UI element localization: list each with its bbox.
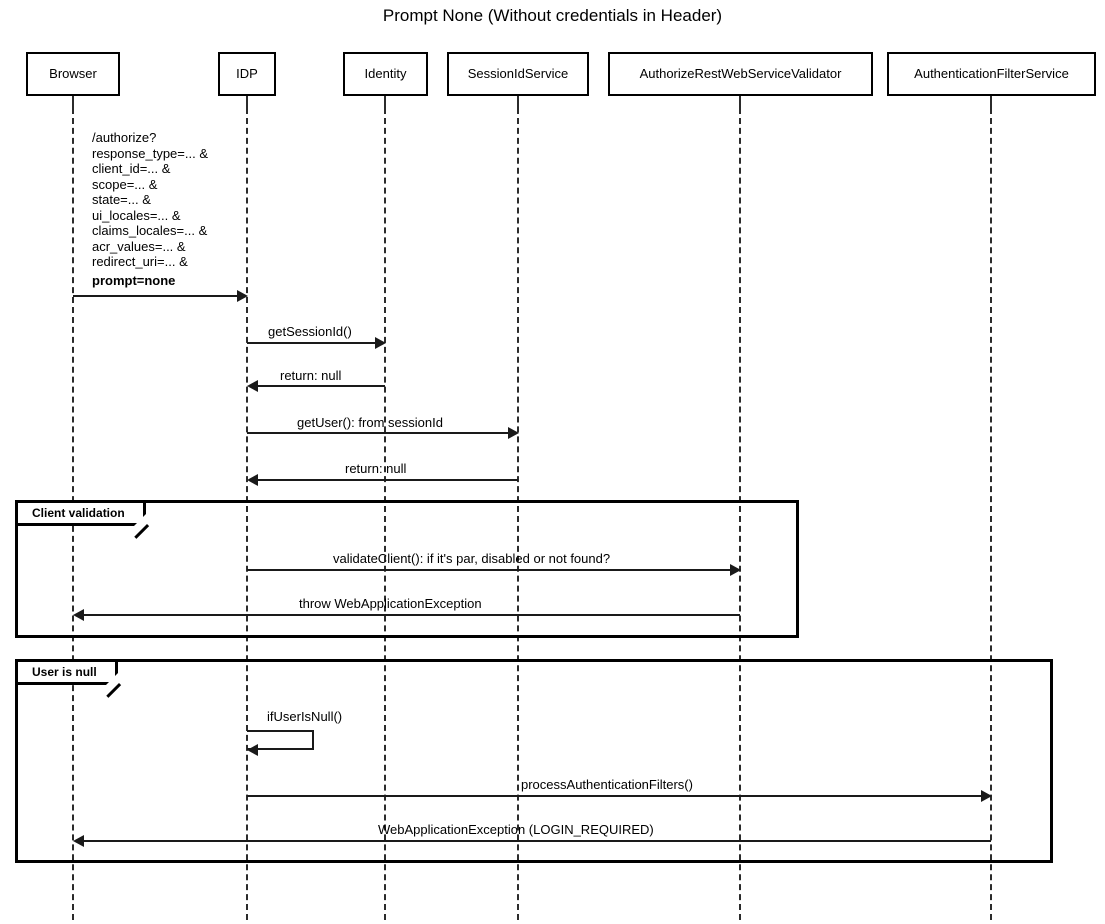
message-arrow-throw-webapplicationexception[interactable] (83, 614, 740, 616)
arrow-head-right-icon-m1 (237, 290, 248, 302)
participant-idp[interactable]: IDP (218, 52, 276, 96)
lifeline-sessionidservice (517, 108, 519, 920)
message-label-authorize-request: /authorize? response_type=... & client_i… (92, 130, 208, 269)
message-label-getuser: getUser(): from sessionId (297, 415, 443, 430)
participant-label-authorizerestwebservicevalidator: AuthorizeRestWebServiceValidator (639, 66, 842, 81)
arrow-head-right-icon-m4 (508, 427, 519, 439)
message-arrow-getuser[interactable] (247, 432, 510, 434)
arrow-head-right-icon-m6 (730, 564, 741, 576)
fragment-tab-notch-icon (134, 514, 146, 526)
participant-label-idp: IDP (236, 66, 258, 81)
arrow-head-right-icon-m2 (375, 337, 386, 349)
participant-label-identity: Identity (364, 66, 407, 81)
message-arrow-processauthenticationfilters[interactable] (247, 795, 983, 797)
message-label-return-null-1: return: null (280, 368, 342, 383)
fragment-tab-notch-icon-2 (106, 673, 118, 685)
lifeline-idp (246, 108, 248, 920)
lifeline-stub-browser (72, 96, 74, 110)
message-arrow-validateclient[interactable] (247, 569, 732, 571)
fragment-label-user-is-null: User is null (32, 665, 97, 679)
participant-authorizerestwebservicevalidator[interactable]: AuthorizeRestWebServiceValidator (608, 52, 873, 96)
arrow-head-left-icon-m5 (247, 474, 258, 486)
message-arrow-authorize-request[interactable] (73, 295, 239, 297)
lifeline-authfilter (990, 108, 992, 920)
lifeline-stub-sessionidservice (517, 96, 519, 110)
message-selfcall-ifuserisnull[interactable] (247, 730, 314, 750)
fragment-tab-client-validation: Client validation (18, 503, 150, 539)
arrow-head-left-icon-m8 (247, 744, 258, 756)
arrow-head-left-icon-m3 (247, 380, 258, 392)
message-arrow-webapplicationexception-login-required[interactable] (83, 840, 991, 842)
arrow-head-right-icon-m9 (981, 790, 992, 802)
lifeline-identity (384, 108, 386, 920)
lifeline-stub-identity (384, 96, 386, 110)
message-label-prompt-none: prompt=none (92, 273, 176, 288)
participant-sessionidservice[interactable]: SessionIdService (447, 52, 589, 96)
message-arrow-getsessionid[interactable] (247, 342, 377, 344)
arrow-head-left-icon-m7 (73, 609, 84, 621)
message-arrow-return-null-2[interactable] (257, 479, 518, 481)
arrow-head-left-icon-m10 (73, 835, 84, 847)
message-label-getsessionid: getSessionId() (268, 324, 352, 339)
participant-label-sessionidservice: SessionIdService (467, 66, 569, 81)
message-arrow-return-null-1[interactable] (257, 385, 385, 387)
participant-label-authenticationfilterservice: AuthenticationFilterService (914, 66, 1069, 81)
message-label-return-null-2: return: null (345, 461, 407, 476)
message-label-webapplicationexception-login-required: WebApplicationException (LOGIN_REQUIRED) (378, 822, 654, 837)
message-label-processauthenticationfilters: processAuthenticationFilters() (521, 777, 693, 792)
lifeline-stub-idp (246, 96, 248, 110)
participant-browser[interactable]: Browser (26, 52, 120, 96)
lifeline-validator (739, 108, 741, 920)
message-label-throw-webapplicationexception: throw WebApplicationException (299, 596, 482, 611)
fragment-label-client-validation: Client validation (32, 506, 125, 520)
lifeline-stub-validator (739, 96, 741, 110)
participant-identity[interactable]: Identity (343, 52, 428, 96)
lifeline-stub-authfilter (990, 96, 992, 110)
message-label-ifuserisnull: ifUserIsNull() (267, 709, 343, 724)
participant-label-browser: Browser (49, 66, 97, 81)
participant-authenticationfilterservice[interactable]: AuthenticationFilterService (887, 52, 1096, 96)
fragment-tab-user-is-null: User is null (18, 662, 122, 698)
fragment-client-validation (15, 500, 799, 638)
message-label-validateclient: validateClient(): if it's par, disabled … (333, 551, 611, 566)
page-title: Prompt None (Without credentials in Head… (382, 6, 723, 25)
fragment-user-is-null (15, 659, 1053, 863)
